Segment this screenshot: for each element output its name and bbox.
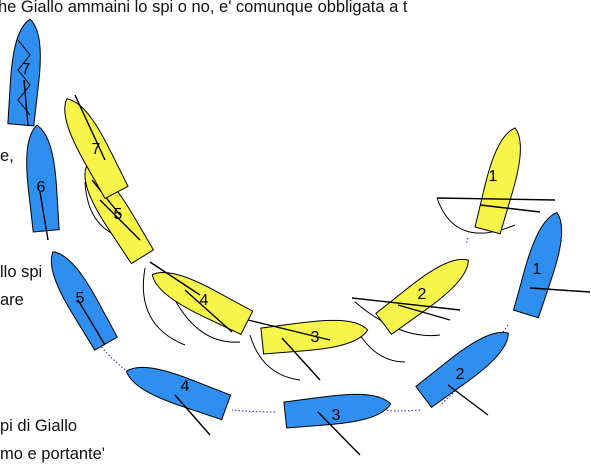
yellow-sail-3 [247, 319, 331, 381]
caption-left-4: pi di Giallo [0, 417, 78, 435]
yellow-boat-label-7: 7 [92, 141, 101, 158]
yellow-boat-label-1: 1 [489, 168, 498, 185]
blue-sail-2 [447, 384, 489, 416]
blue-boats: 1 2 3 4 5 6 7 [7, 18, 591, 456]
blue-boat-label-1: 1 [533, 261, 542, 278]
blue-hull-4 [125, 366, 232, 421]
yellow-boat-label-2: 2 [418, 286, 427, 303]
blue-boat-4: 4 [125, 366, 232, 436]
blue-boat-2: 2 [415, 331, 509, 416]
blue-boat-5: 5 [50, 251, 118, 351]
yellow-sail-4 [149, 261, 233, 333]
blue-boat-1: 1 [512, 211, 591, 319]
yellow-boat-2: 2 [351, 258, 469, 335]
blue-hull-2 [415, 331, 509, 408]
yellow-boat-label-5: 5 [114, 206, 123, 223]
yellow-sail-2 [351, 297, 461, 321]
yellow-hull-4 [151, 271, 254, 336]
yellow-boats: 1 2 3 4 5 7 [64, 94, 556, 381]
yellow-hull-1 [474, 127, 521, 235]
yellow-boat-4: 4 [149, 261, 254, 336]
yellow-sail-1 [436, 197, 556, 213]
blue-hull-7 [7, 18, 41, 127]
caption-left-1: e, [0, 147, 14, 165]
blue-boat-6: 6 [26, 124, 60, 241]
yellow-boat-1: 1 [436, 127, 556, 235]
blue-sail-6 [39, 191, 49, 241]
blue-sail-7 [23, 79, 29, 126]
yellow-boat-3: 3 [247, 319, 369, 381]
blue-sail-4 [174, 394, 211, 436]
blue-boat-label-5: 5 [76, 290, 85, 307]
yellow-sail-7 [74, 94, 106, 161]
blue-sail-1 [529, 287, 591, 293]
yellow-boat-7: 7 [64, 94, 129, 200]
caption-left-5: mo e portante' [0, 445, 105, 463]
blue-boat-7: 7 [7, 18, 41, 127]
blue-boat-label-7: 7 [22, 61, 31, 78]
blue-hull-1 [512, 211, 563, 319]
yellow-boat-label-4: 4 [200, 292, 209, 309]
blue-sail-3 [317, 411, 361, 456]
yellow-track [465, 237, 469, 246]
blue-boat-label-3: 3 [332, 407, 341, 424]
yellow-hull-2 [375, 258, 469, 335]
blue-hull-3 [283, 393, 392, 429]
blue-boat-label-6: 6 [37, 179, 46, 196]
blue-hull-5 [50, 251, 118, 351]
blue-boat-7-mark [17, 39, 31, 116]
blue-sail-5 [77, 299, 106, 346]
caption-left-2: llo spi [0, 263, 43, 281]
yellow-hull-3 [260, 319, 369, 355]
caption-left-3: are [0, 291, 24, 309]
yellow-boat-label-3: 3 [311, 329, 320, 346]
caption-top: he Giallo ammaini lo spi o no, e' comunq… [0, 0, 408, 16]
blue-boat-label-2: 2 [456, 366, 465, 383]
yellow-hull-7 [64, 98, 129, 200]
blue-boat-label-4: 4 [181, 378, 190, 395]
blue-boat-3: 3 [283, 393, 392, 456]
